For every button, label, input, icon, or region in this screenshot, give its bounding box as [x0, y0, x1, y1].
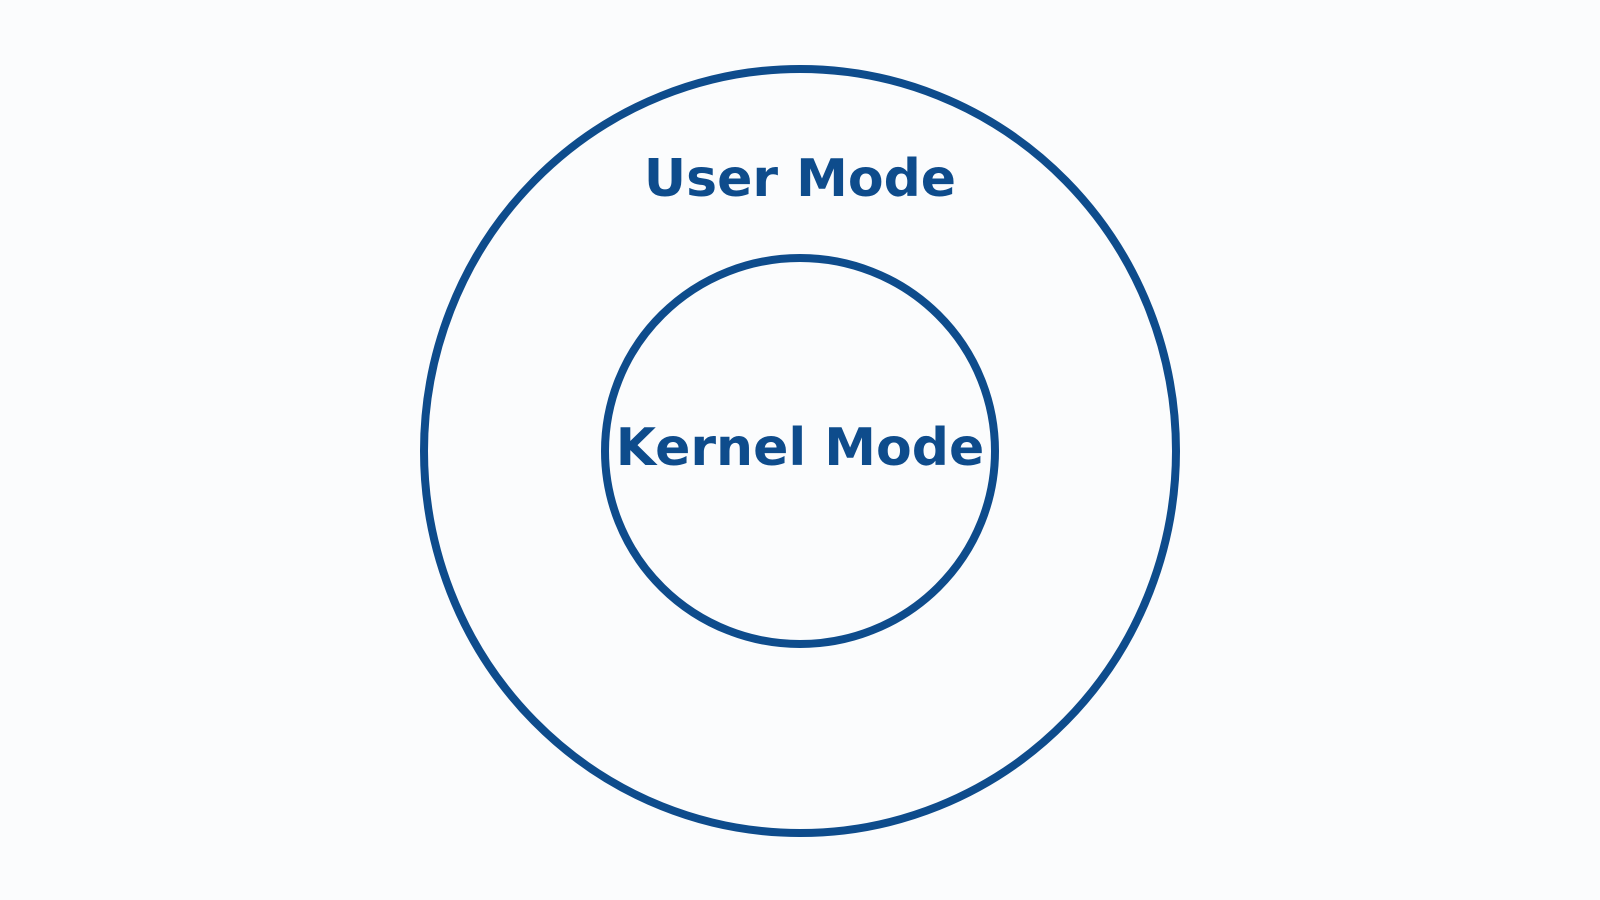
outer-ring — [420, 65, 1180, 837]
inner-ring — [601, 254, 999, 648]
user-mode-label: User Mode — [644, 149, 956, 209]
kernel-mode-label: Kernel Mode — [616, 418, 984, 478]
